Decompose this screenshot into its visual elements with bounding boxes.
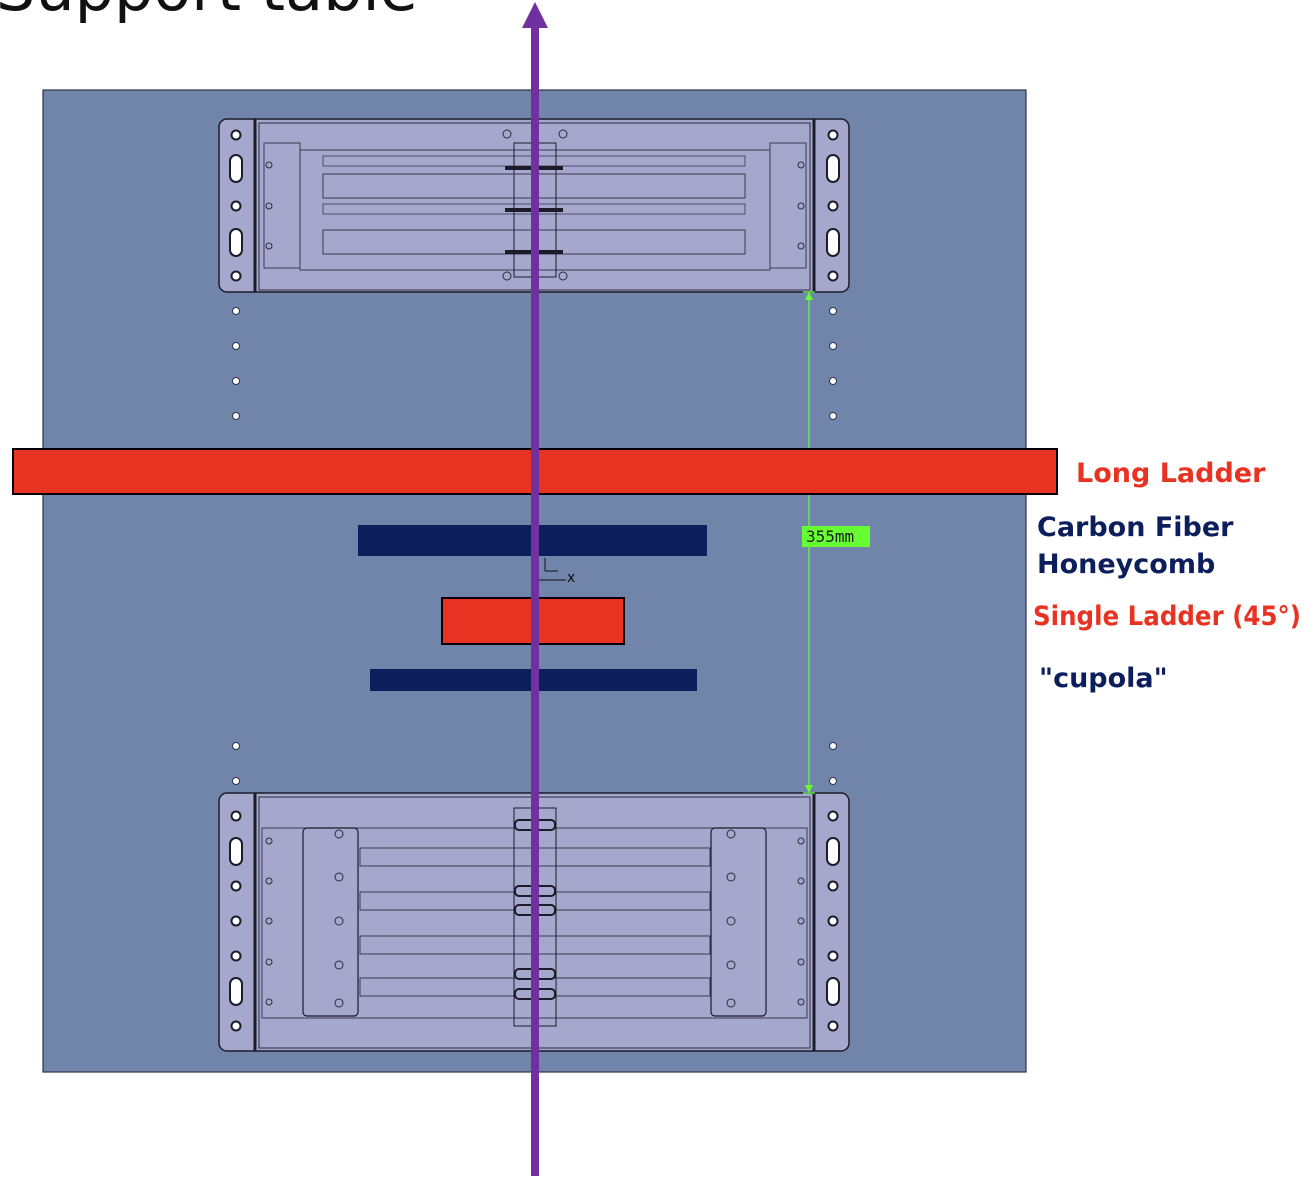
label-carbon-fiber-line1: Carbon Fiber bbox=[1037, 512, 1234, 543]
dimension-label: 355mm bbox=[806, 527, 854, 546]
dimension-label-box bbox=[802, 526, 870, 547]
table-mounting-holes bbox=[232, 307, 837, 785]
page-title: Support table bbox=[0, 0, 418, 25]
axis-marker: x bbox=[538, 558, 575, 586]
arrow-up-icon bbox=[522, 2, 548, 1176]
label-single-ladder: Single Ladder (45°) bbox=[1033, 601, 1301, 632]
label-long-ladder: Long Ladder bbox=[1076, 458, 1266, 489]
label-carbon-fiber-line2: Honeycomb bbox=[1037, 549, 1215, 580]
dimension-355mm: 355mm bbox=[802, 291, 870, 794]
axis-x-label: x bbox=[567, 570, 575, 586]
label-cupola: "cupola" bbox=[1039, 663, 1168, 694]
